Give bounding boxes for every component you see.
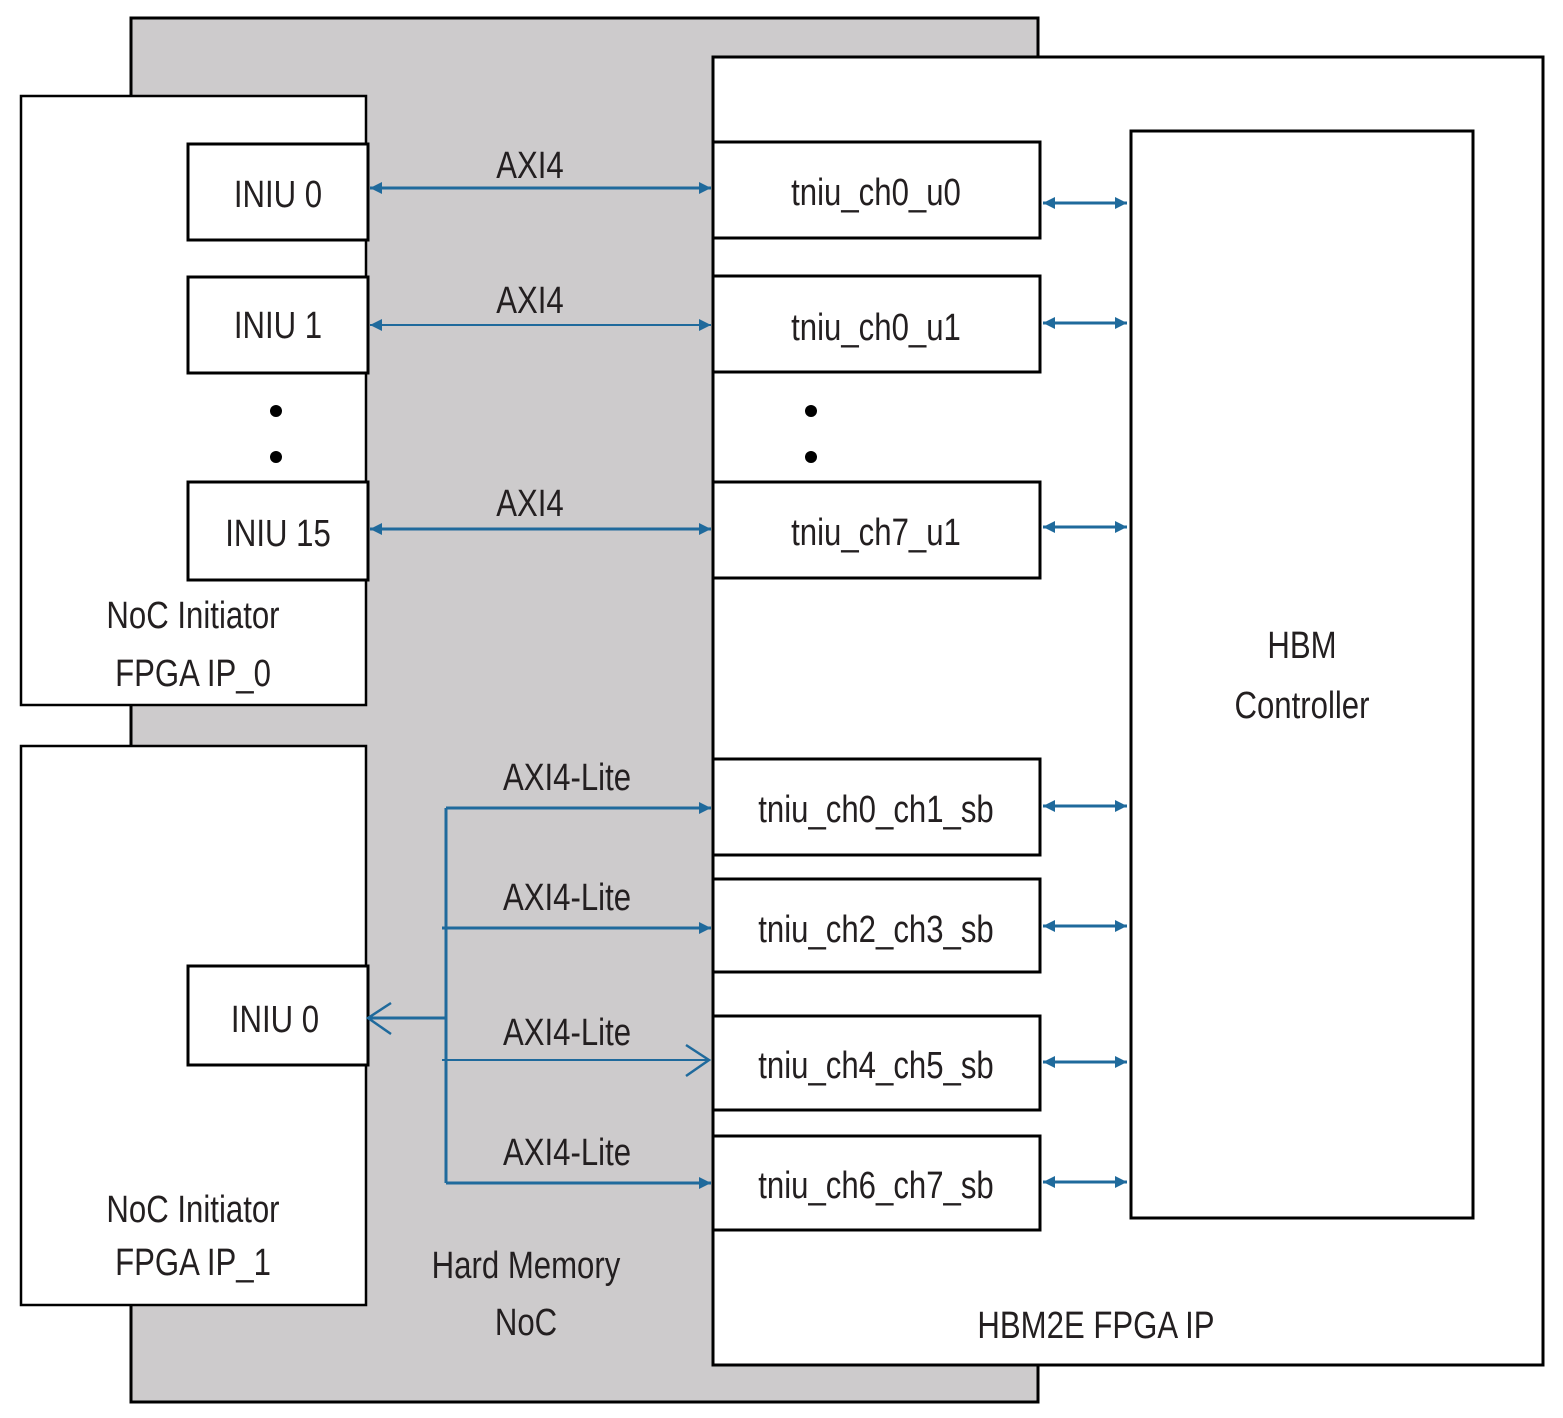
- tniu-sb-box: tniu_ch4_ch5_sb: [711, 1014, 1042, 1112]
- initiator-0-label-line2: FPGA IP_0: [115, 653, 271, 695]
- iniu-label: INIU 1: [234, 305, 322, 347]
- axi4-label: AXI4: [496, 145, 564, 187]
- ellipsis-dot: [270, 405, 282, 417]
- axi4-lite-label: AXI4-Lite: [503, 877, 631, 919]
- hbm2e-fpga-ip-label: HBM2E FPGA IP: [977, 1305, 1214, 1347]
- ellipsis-dot: [805, 451, 817, 463]
- tniu-box: tniu_ch0_u1: [711, 274, 1042, 374]
- axi4-label: AXI4: [496, 280, 564, 322]
- hbm-controller-box: [1129, 129, 1475, 1220]
- axi4-lite-label: AXI4-Lite: [503, 1012, 631, 1054]
- ellipsis-dot: [805, 405, 817, 417]
- iniu-box: INIU 0: [186, 964, 370, 1067]
- axi4-label: AXI4: [496, 483, 564, 525]
- tniu-label: tniu_ch0_u0: [791, 172, 961, 214]
- axi4-lite-open-arrowhead: [685, 1043, 712, 1078]
- tniu-sb-box: tniu_ch0_ch1_sb: [711, 757, 1042, 857]
- ellipsis-dot: [270, 451, 282, 463]
- hbm-controller-label-line2: Controller: [1234, 685, 1369, 727]
- tniu-sb-label: tniu_ch2_ch3_sb: [758, 909, 994, 951]
- initiator-1-label-line1: NoC Initiator: [106, 1189, 279, 1231]
- axi4-lite-label: AXI4-Lite: [503, 757, 631, 799]
- hard-memory-noc-label-line1: Hard Memory: [432, 1245, 621, 1287]
- tniu-label: tniu_ch7_u1: [791, 512, 961, 554]
- hard-memory-noc-label-line2: NoC: [495, 1302, 557, 1344]
- iniu-label: INIU 15: [225, 513, 331, 555]
- hbm-controller-label-line1: HBM: [1267, 625, 1336, 667]
- tniu-sb-box: tniu_ch2_ch3_sb: [711, 877, 1042, 974]
- tniu-sb-label: tniu_ch4_ch5_sb: [758, 1045, 994, 1087]
- iniu-box: INIU 1: [186, 275, 370, 375]
- iniu-box: INIU 0: [186, 142, 370, 242]
- axi4-lite-label: AXI4-Lite: [503, 1132, 631, 1174]
- iniu-box: INIU 15: [186, 480, 370, 582]
- tniu-box: tniu_ch0_u0: [711, 140, 1042, 240]
- initiator-1-label-line2: FPGA IP_1: [115, 1242, 271, 1284]
- axi4-lite-open-arrowhead: [365, 1001, 392, 1036]
- initiator-0-label-line1: NoC Initiator: [106, 595, 279, 637]
- iniu-label: INIU 0: [234, 174, 322, 216]
- tniu-sb-box: tniu_ch6_ch7_sb: [711, 1134, 1042, 1232]
- tniu-sb-label: tniu_ch0_ch1_sb: [758, 789, 994, 831]
- tniu-sb-label: tniu_ch6_ch7_sb: [758, 1165, 994, 1207]
- iniu-label: INIU 0: [231, 999, 319, 1041]
- tniu-label: tniu_ch0_u1: [791, 307, 961, 349]
- tniu-box: tniu_ch7_u1: [711, 480, 1042, 580]
